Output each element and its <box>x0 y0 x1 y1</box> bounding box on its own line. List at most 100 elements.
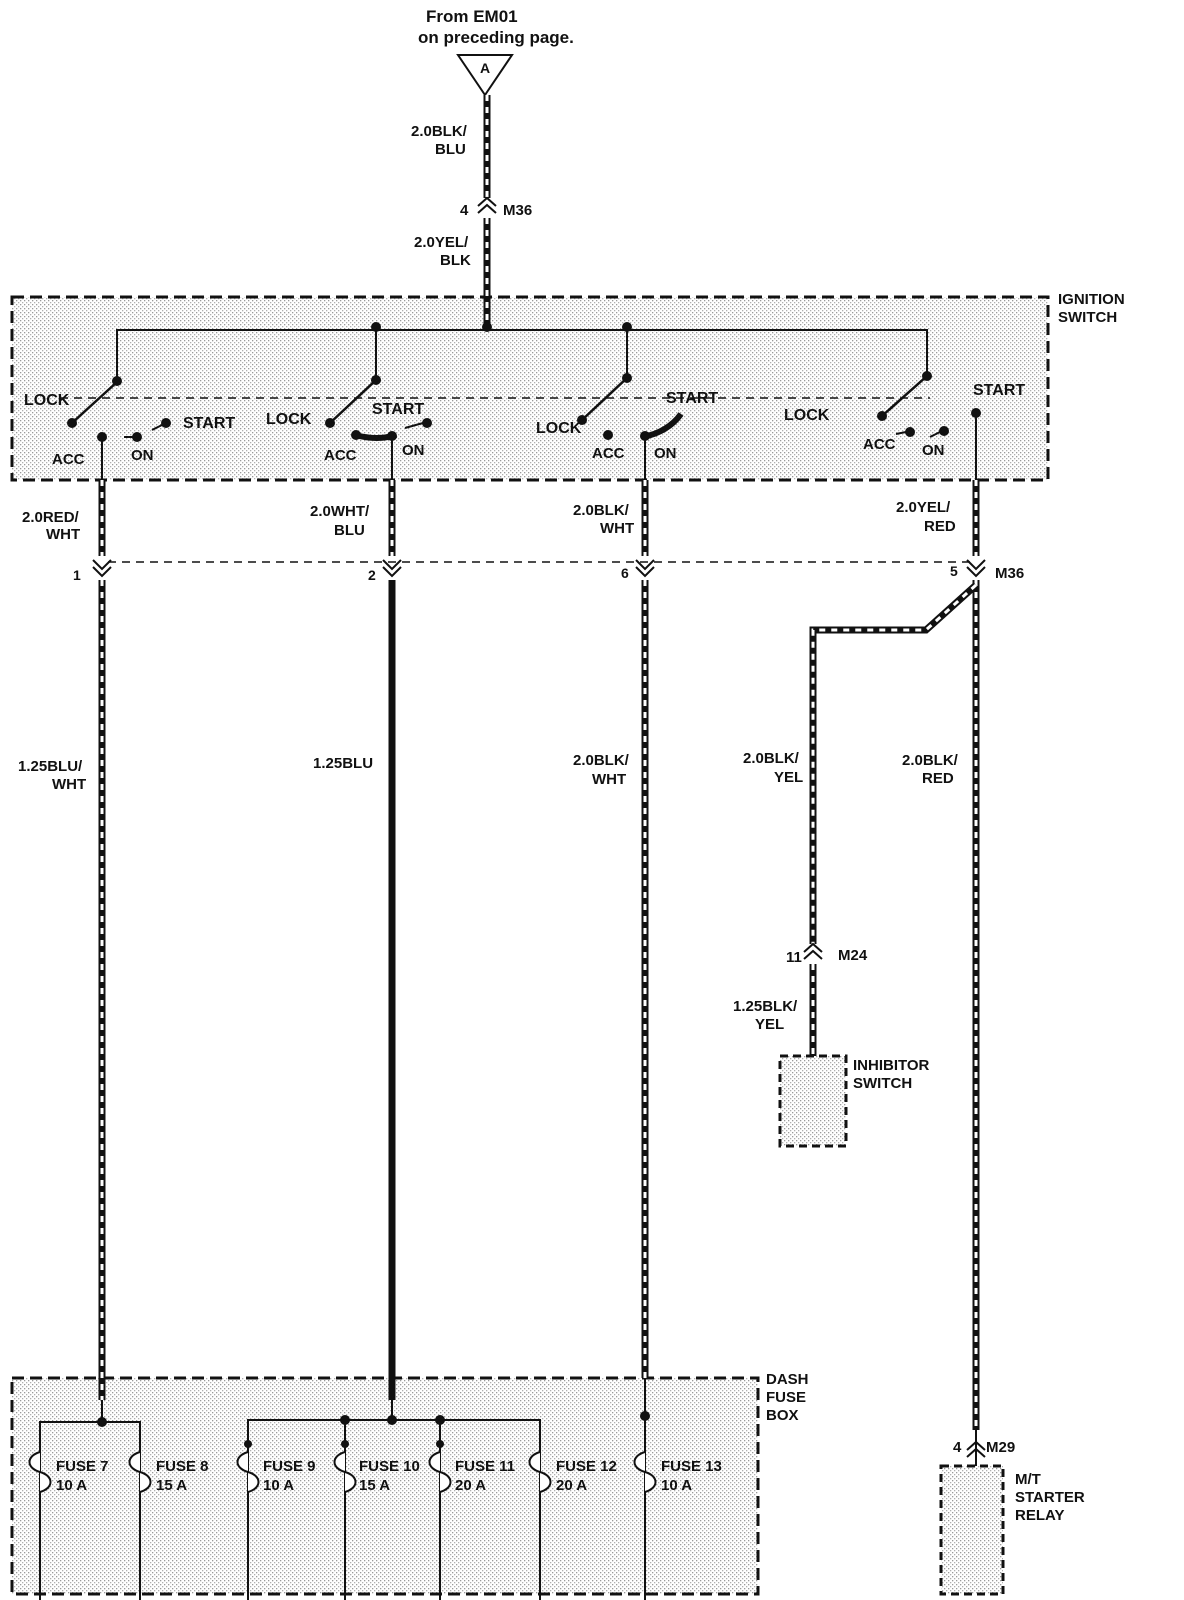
circuit-4-upper-color-1: 2.0YEL/ <box>896 499 951 516</box>
section-2-lock-label: LOCK <box>266 411 312 428</box>
lower-connector-name: M36 <box>995 565 1024 582</box>
fuse-node-9-side <box>244 1440 252 1448</box>
section-3-acc-label: ACC <box>592 445 625 462</box>
circuit-3-lower-color-2: WHT <box>592 771 626 788</box>
section-1-lock-label: LOCK <box>24 392 70 409</box>
fuse-11-name: FUSE 11 <box>455 1458 515 1475</box>
m36-connector-chevrons-icon <box>92 559 986 578</box>
inhibitor-connector-name: M24 <box>838 947 868 964</box>
fuse-box-bus <box>39 1416 646 1600</box>
ignition-section-1: LOCK START ACC ON <box>24 376 235 468</box>
fuse-7-name: FUSE 7 <box>56 1458 109 1475</box>
source-label-line2: on preceding page. <box>418 28 574 47</box>
inhibitor-switch-box <box>778 1054 848 1148</box>
section-4-lock-label: LOCK <box>784 407 830 424</box>
circuit-2-upper-color-1: 2.0WHT/ <box>310 503 370 520</box>
section-3-on-label: ON <box>654 445 677 462</box>
fuse-12-name: FUSE 12 <box>556 1458 617 1475</box>
feed-wire-bottom-color-1: 2.0YEL/ <box>414 234 469 251</box>
feed-wire-top-color-2: BLU <box>435 141 466 158</box>
circuit-1-upper-color-2: WHT <box>46 526 80 543</box>
circuit-2-upper-color-2: BLU <box>334 522 365 539</box>
section-1-acc-label: ACC <box>52 451 85 468</box>
bus-node-1 <box>371 322 381 332</box>
circuit-3-lower-color-1: 2.0BLK/ <box>573 752 630 769</box>
circuit-3-pin: 6 <box>621 565 629 581</box>
section-4-start-label: START <box>973 382 1025 399</box>
ignition-section-3: LOCK START ACC ON <box>536 373 718 462</box>
ignition-switch-title-1: IGNITION <box>1058 291 1125 308</box>
fuse-node-10b <box>387 1415 397 1425</box>
circuit-4-lower-color-2: RED <box>922 770 954 787</box>
fuse-box-title-1: DASH <box>766 1371 809 1388</box>
m24-connector-icon <box>803 942 823 960</box>
section-3-start-label: START <box>666 390 718 407</box>
section-4-acc-label: ACC <box>863 436 896 453</box>
starter-relay-label-2: STARTER <box>1015 1489 1085 1506</box>
starter-relay-pin: 4 <box>953 1439 962 1456</box>
feed-wire-bottom-color-2: BLK <box>440 252 471 269</box>
fuse-13-rating: 10 A <box>661 1477 692 1494</box>
circuit-1-pin: 1 <box>73 567 81 583</box>
feed-wire-top-color-1: 2.0BLK/ <box>411 123 468 140</box>
feed-connector-pin: 4 <box>460 202 469 219</box>
circuit-1-lower-color-2: WHT <box>52 776 86 793</box>
inhibitor-upper-color-2: YEL <box>774 769 803 786</box>
starter-relay-box <box>939 1464 1005 1596</box>
fuse-8-rating: 15 A <box>156 1477 187 1494</box>
circuit-3-upper-color-2: WHT <box>600 520 634 537</box>
fuse-box-title-3: BOX <box>766 1407 799 1424</box>
inhibitor-upper-color-1: 2.0BLK/ <box>743 750 800 767</box>
fuse-box-title-2: FUSE <box>766 1389 806 1406</box>
bus-node-3 <box>622 322 632 332</box>
fuse-10-rating: 15 A <box>359 1477 390 1494</box>
circuit-4-pin: 5 <box>950 563 958 579</box>
fuse-node-7 <box>97 1417 107 1427</box>
ignition-bus <box>116 326 928 382</box>
connector-a-label: A <box>480 60 490 76</box>
starter-relay-label-3: RELAY <box>1015 1507 1064 1524</box>
ignition-switch-title-2: SWITCH <box>1058 309 1117 326</box>
fuse-11-rating: 20 A <box>455 1477 486 1494</box>
inhibitor-switch-label-1: INHIBITOR <box>853 1057 930 1074</box>
fuse-12-rating: 20 A <box>556 1477 587 1494</box>
circuit-4-upper-color-2: RED <box>924 518 956 535</box>
inhibitor-lower-color-2: YEL <box>755 1016 784 1033</box>
fuse-symbols-icon <box>28 1451 657 1493</box>
section-3-lock-label: LOCK <box>536 420 582 437</box>
m29-connector-icon <box>966 1440 986 1458</box>
starter-relay-connector: M29 <box>986 1439 1015 1456</box>
fuse-13-name: FUSE 13 <box>661 1458 722 1475</box>
fuse-node-11 <box>435 1415 445 1425</box>
circuit-3-upper-color-1: 2.0BLK/ <box>573 502 630 519</box>
circuit-1-lower-color-1: 1.25BLU/ <box>18 758 83 775</box>
section-2-acc-label: ACC <box>324 447 357 464</box>
fuse-node-13 <box>640 1411 650 1421</box>
feed-connector-name: M36 <box>503 202 532 219</box>
inhibitor-branch-wire <box>809 582 979 1056</box>
inhibitor-switch-label-2: SWITCH <box>853 1075 912 1092</box>
fuse-node-10-side <box>341 1440 349 1448</box>
connector-a-triangle <box>456 54 514 97</box>
circuit-4-lower-color-1: 2.0BLK/ <box>902 752 959 769</box>
fuse-9-rating: 10 A <box>263 1477 294 1494</box>
section-2-start-label: START <box>372 401 424 418</box>
circuit-2-pin: 2 <box>368 567 376 583</box>
ignition-section-4: LOCK START ACC ON <box>784 371 1025 459</box>
circuit-1-upper-color-1: 2.0RED/ <box>22 509 80 526</box>
inhibitor-connector-pin: 11 <box>786 949 802 966</box>
circuit-2-lower-color-1: 1.25BLU <box>313 755 373 772</box>
inhibitor-lower-color-1: 1.25BLK/ <box>733 998 798 1015</box>
m36-feed-connector-icon <box>477 196 497 214</box>
fuse-9-name: FUSE 9 <box>263 1458 316 1475</box>
section-1-on-label: ON <box>131 447 154 464</box>
ignition-section-2: LOCK START ACC ON <box>266 375 432 464</box>
fuse-10-name: FUSE 10 <box>359 1458 420 1475</box>
fuse-node-10a <box>340 1415 350 1425</box>
section-2-on-label: ON <box>402 442 425 459</box>
fuse-node-11-side <box>436 1440 444 1448</box>
fuse-8-name: FUSE 8 <box>156 1458 209 1475</box>
source-label-line1: From EM01 <box>426 7 518 26</box>
section-1-start-label: START <box>183 415 235 432</box>
